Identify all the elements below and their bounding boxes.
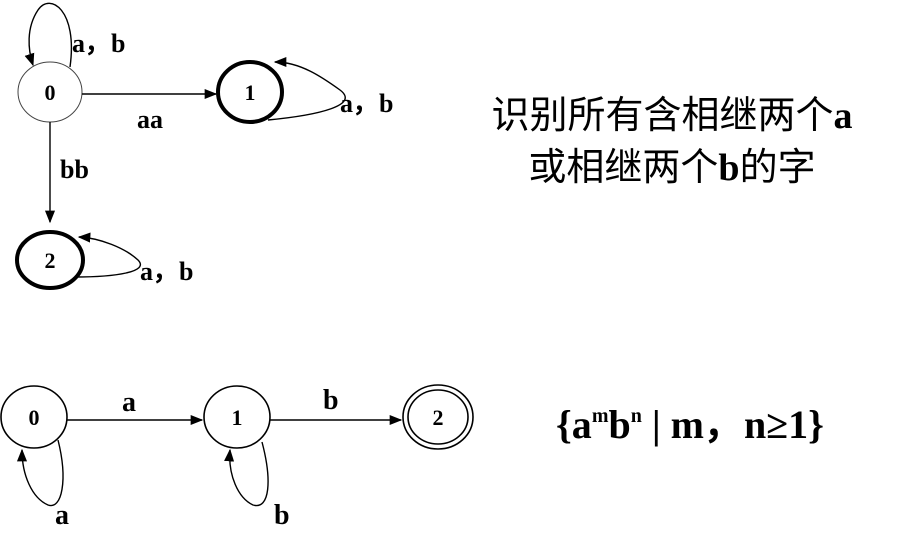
- d1-loop-0-label: a，b: [72, 29, 125, 58]
- diagram-1: 0 1 2 a，b aa a，b bb a，b: [15, 2, 393, 290]
- d2-state-0: [0, 385, 68, 449]
- d1-state-2-label: 2: [45, 248, 56, 273]
- d1-loop-1-label: a，b: [340, 89, 393, 118]
- d2-state-1-label: 1: [232, 405, 243, 430]
- d1-edge-0-1-label: aa: [137, 105, 163, 134]
- d1-caption-line-2-prefix: 或相继两个: [528, 145, 719, 189]
- d1-caption-line-2: 或相继两个b的字: [452, 144, 892, 191]
- d2-language-close: | m，n≥1}: [641, 402, 824, 447]
- d2-state-0-label: 0: [29, 405, 40, 430]
- d2-loop-0: [16, 439, 64, 507]
- d1-loop-0: [24, 2, 73, 68]
- d2-state-2-inner: [407, 389, 469, 445]
- d1-loop-2: [74, 232, 141, 278]
- d2-loop-1-label: b: [274, 500, 290, 531]
- d2-language: {ambn | m，n≥1}: [520, 392, 860, 450]
- d2-language-exp-n: n: [630, 405, 642, 427]
- d1-caption-line-2-suffix: 的字: [739, 145, 816, 189]
- d1-caption-line-1-text: 识别所有含相继两个: [491, 93, 834, 137]
- d2-state-1: [203, 385, 271, 449]
- d1-loop-2-label: a，b: [140, 257, 193, 286]
- d2-language-exp-m: m: [591, 405, 609, 427]
- d1-caption-line-2-symbol: b: [718, 147, 740, 189]
- d2-edge-0-1-label: a: [122, 387, 136, 418]
- d1-loop-1: [267, 56, 346, 121]
- d2-language-open: {a: [556, 402, 592, 447]
- d2-state-2-label: 2: [433, 405, 444, 430]
- d1-state-1-label: 1: [245, 80, 256, 105]
- d2-loop-0-label: a: [55, 500, 69, 531]
- d1-caption-line-1: 识别所有含相继两个a: [452, 92, 892, 139]
- d2-loop-1: [224, 441, 269, 507]
- d1-state-0-label: 0: [45, 80, 56, 105]
- d2-state-2: [402, 384, 474, 450]
- diagram-2: 0 1 2 a b a b: [0, 384, 474, 531]
- d2-edge-1-2-label: b: [323, 385, 339, 416]
- d1-state-1: [216, 60, 284, 124]
- d1-edge-0-2-label: bb: [60, 155, 89, 184]
- d1-state-2: [15, 230, 85, 290]
- d1-caption-line-1-symbol: a: [833, 95, 853, 137]
- d2-language-mid: b: [608, 402, 631, 447]
